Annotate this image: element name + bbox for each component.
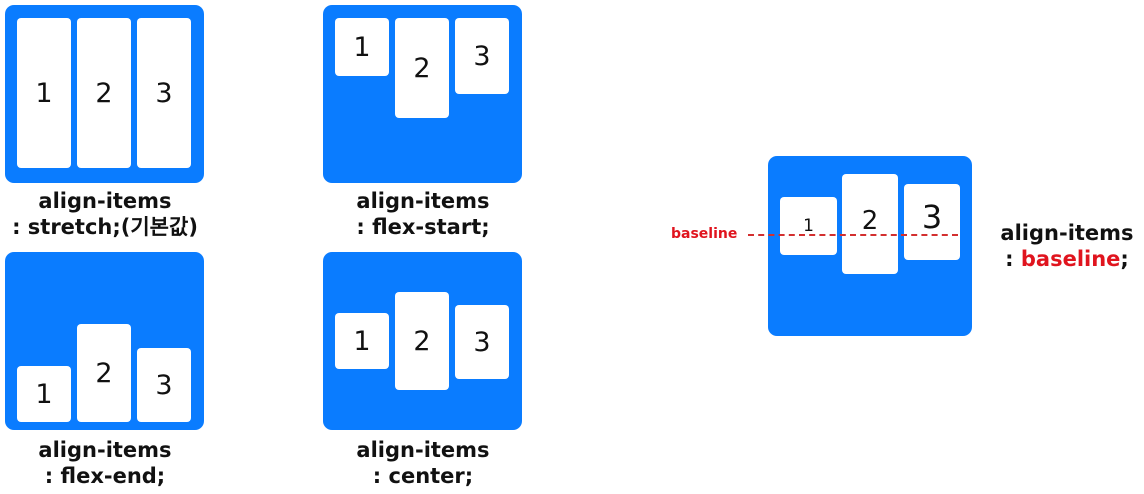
flex-end-caption: align-items : flex-end; (0, 437, 225, 489)
flex-start-panel: 1 2 3 (323, 5, 522, 183)
flex-item-label: 1 (35, 77, 53, 109)
flex-item-2: 2 (395, 292, 449, 390)
flex-item-1: 1 (780, 197, 837, 255)
stretch-caption: align-items : stretch;(기본값) (0, 188, 225, 240)
flex-item-3: 3 (455, 305, 509, 379)
baseline-guide-line (748, 234, 958, 236)
caption-value: : flex-end; (44, 464, 166, 488)
flex-item-label: 3 (473, 40, 491, 72)
caption-property: align-items (38, 438, 172, 462)
caption-keyword: baseline (1020, 247, 1121, 271)
flex-item-label: 3 (155, 77, 173, 109)
caption-prefix: : (1005, 247, 1021, 271)
baseline-guide-label: baseline (671, 226, 738, 242)
flex-item-1: 1 (17, 366, 71, 422)
flex-item-1: 1 (17, 18, 71, 168)
flex-item-label: 2 (95, 357, 113, 389)
caption-property: align-items (356, 189, 490, 213)
flex-item-2: 2 (77, 324, 131, 422)
center-panel: 1 2 3 (323, 252, 522, 430)
flex-item-label: 2 (861, 206, 879, 236)
caption-value: : baseline; (947, 246, 1144, 272)
flex-item-label: 3 (921, 198, 943, 236)
caption-value: : flex-start; (356, 215, 490, 239)
center-caption: align-items : center; (303, 437, 543, 489)
baseline-caption: align-items : baseline; (947, 220, 1144, 272)
flex-item-label: 2 (413, 325, 431, 357)
caption-suffix: ; (1120, 247, 1129, 271)
caption-value: : stretch;(기본값) (12, 215, 198, 239)
flex-item-label: 1 (803, 216, 814, 236)
flex-item-label: 1 (353, 325, 371, 357)
caption-property: align-items (1000, 221, 1134, 245)
caption-property: align-items (38, 189, 172, 213)
flex-item-2: 2 (395, 18, 449, 118)
flex-item-label: 1 (353, 31, 371, 63)
flex-start-caption: align-items : flex-start; (303, 188, 543, 240)
flex-item-3: 3 (137, 18, 191, 168)
flex-item-label: 3 (155, 369, 173, 401)
baseline-panel: 1 2 3 (768, 156, 972, 336)
caption-value: : center; (372, 464, 474, 488)
flex-item-1: 1 (335, 18, 389, 76)
flex-item-3: 3 (137, 348, 191, 422)
flex-item-label: 3 (473, 326, 491, 358)
flex-item-1: 1 (335, 313, 389, 369)
flex-item-label: 2 (413, 52, 431, 84)
flex-item-label: 2 (95, 77, 113, 109)
flex-end-panel: 1 2 3 (5, 252, 204, 430)
caption-property: align-items (356, 438, 490, 462)
flex-item-3: 3 (904, 184, 960, 260)
flex-item-2: 2 (842, 174, 898, 274)
flex-item-2: 2 (77, 18, 131, 168)
stretch-panel: 1 2 3 (5, 5, 204, 183)
flex-item-3: 3 (455, 18, 509, 94)
flex-item-label: 1 (35, 378, 53, 410)
